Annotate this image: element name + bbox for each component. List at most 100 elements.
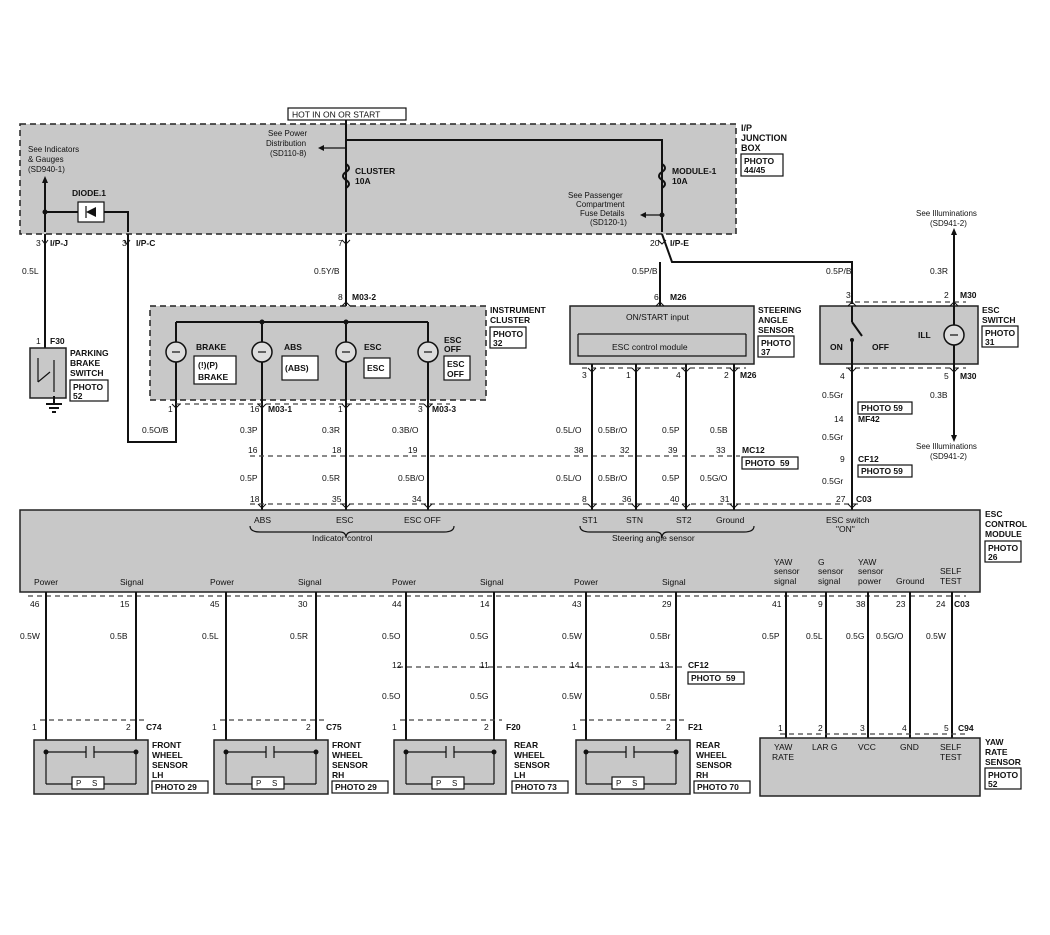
abs-symbol-box xyxy=(281,355,319,381)
mf42-conn: MF42 xyxy=(858,414,880,424)
ecm-bot-signal-1: Signal xyxy=(120,577,144,587)
escoff-symbol: ESC xyxy=(447,359,464,369)
ecm-yaw-5a: SELF xyxy=(940,566,961,576)
escsw-photo-2: 31 xyxy=(985,337,995,347)
ecm-pin-24: 24 xyxy=(936,599,946,609)
escsw-pin-3: 3 xyxy=(846,290,851,300)
parking-label-3: SWITCH xyxy=(70,368,104,378)
escsw-pin-2: 2 xyxy=(944,290,949,300)
escsw-photo-1: PHOTO xyxy=(985,328,1015,338)
ecm-pin-44: 44 xyxy=(392,599,402,609)
ws3-p: P xyxy=(436,779,441,788)
ws1-s: S xyxy=(92,779,97,788)
illum-top-1: See Illuminations xyxy=(916,209,977,218)
parking-photo-2: 52 xyxy=(73,391,83,401)
esc-switch xyxy=(819,305,979,365)
ecm-yaw-4: Ground xyxy=(896,576,925,586)
abs-lamp-icon xyxy=(251,341,273,363)
yaw-sensor-wires xyxy=(785,592,953,740)
ws4-s: S xyxy=(632,779,637,788)
illum-bottom-arrowhead xyxy=(951,435,957,442)
module-supply-wire xyxy=(346,139,663,232)
wire-wb2: 0.5G xyxy=(470,691,488,701)
yaw-t4: GND xyxy=(900,742,919,752)
escsw-pin-5: 5 xyxy=(944,371,949,381)
steering-photo-1: PHOTO xyxy=(761,338,791,348)
ws4-p: P xyxy=(616,779,621,788)
ip20-pin: 20 xyxy=(650,238,660,248)
cluster-label-1: INSTRUMENT xyxy=(490,305,547,315)
ecm-pin-9: 9 xyxy=(818,599,823,609)
mc12-photo-box xyxy=(741,456,799,470)
ecm-yaw-1c: signal xyxy=(774,576,796,586)
see-passenger-1: See Passenger xyxy=(568,191,623,200)
steering-line1: ON/START input xyxy=(626,312,689,322)
steer-conn-m26: M26 xyxy=(740,370,757,380)
passenger-junction-dot xyxy=(659,212,665,218)
escsw-ecm-pin: 27 xyxy=(836,494,846,504)
yaw-wire-4: 0.5G/O xyxy=(876,631,904,641)
see-passenger-2: Compartment xyxy=(576,200,625,209)
escsw-ill: ILL xyxy=(918,330,931,340)
parking-label-2: BRAKE xyxy=(70,358,101,368)
steer-ecm-pin-40: 40 xyxy=(670,494,680,504)
ip-junction-box xyxy=(19,123,737,235)
ecm-pin-23: 23 xyxy=(896,599,906,609)
wire-05P: 0.5P xyxy=(240,473,258,483)
escsw-ecm-conn: C03 xyxy=(856,494,872,504)
ecm-yaw-3a: YAW xyxy=(858,557,876,567)
front-wheel-sensor-lh: 1 2 C74 P S FRONT WHEEL SENSOR LH PHOTO … xyxy=(32,719,209,795)
cluster-pin-16: 16 xyxy=(250,404,260,414)
escoff-symbol-box xyxy=(443,355,471,381)
ws4-label-1: REAR xyxy=(696,740,720,750)
steer-jpin-33: 33 xyxy=(716,445,726,455)
diode-triangle xyxy=(86,207,96,217)
steer-ecm-pin-36: 36 xyxy=(622,494,632,504)
ipjb-photo-1: PHOTO xyxy=(744,156,774,166)
yaw-wire-2: 0.5L xyxy=(806,631,823,641)
cf12-wheel-photo-2: 59 xyxy=(726,673,736,683)
ecm-group1: Indicator control xyxy=(312,533,373,543)
ws4-pin-1: 1 xyxy=(572,722,577,732)
cluster-fuse-label: CLUSTER xyxy=(355,166,395,176)
escsw-wire-2: 0.5Gr xyxy=(822,432,843,442)
steering-brace xyxy=(579,525,755,539)
escsw-label-2: SWITCH xyxy=(982,315,1016,325)
steer-conn-mc12: MC12 xyxy=(742,445,765,455)
ecm-photo-box xyxy=(984,540,1022,563)
esc-switch-pivot xyxy=(850,338,854,342)
steering-photo-box xyxy=(757,335,795,358)
module-fuse-label: MODULE-1 xyxy=(672,166,717,176)
esc-lamp-icon xyxy=(335,341,357,363)
cf12-pin-14: 14 xyxy=(570,660,580,670)
escsw-on: ON xyxy=(830,342,843,352)
yaw-pin-4: 4 xyxy=(902,723,907,733)
ecm-photo-2: 26 xyxy=(988,552,998,562)
steer-pin-4: 4 xyxy=(676,370,681,380)
ws2-photo: PHOTO 29 xyxy=(335,782,377,792)
steer-ecm-pin-8: 8 xyxy=(582,494,587,504)
ws1-pin-2: 2 xyxy=(126,722,131,732)
ipj-conn: I/P-J xyxy=(50,238,68,248)
escsw-wire-1: 0.5Gr xyxy=(822,390,843,400)
ws1-photo: PHOTO 29 xyxy=(155,782,197,792)
ecm-top-on: "ON" xyxy=(836,524,855,534)
ecm-top-stn: STN xyxy=(626,515,643,525)
steering-label-1: STEERING xyxy=(758,305,802,315)
escsw-illum-lamp-icon xyxy=(943,324,965,346)
cluster-pin-3: 3 xyxy=(418,404,423,414)
yaw-pin-5: 5 xyxy=(944,723,949,733)
front-wheel-sensor-rh: 1 2 C75 P S FRONT WHEEL SENSOR RH PHOTO … xyxy=(212,719,389,795)
ecm-pin-14: 14 xyxy=(480,599,490,609)
steer-wire-a3: 0.5B xyxy=(710,425,728,435)
steer-jpin-39: 39 xyxy=(668,445,678,455)
ipe-conn: I/P-E xyxy=(670,238,689,248)
wire-w4: 0.5R xyxy=(290,631,308,641)
esc-symbol: ESC xyxy=(367,363,384,373)
steering-inner-box xyxy=(577,333,747,357)
brake-lamp-icon xyxy=(165,341,187,363)
jpin-19: 19 xyxy=(408,445,418,455)
ws1-p: P xyxy=(76,779,81,788)
esc-switch-contact xyxy=(851,306,863,364)
parking-switch-icon xyxy=(37,358,55,392)
